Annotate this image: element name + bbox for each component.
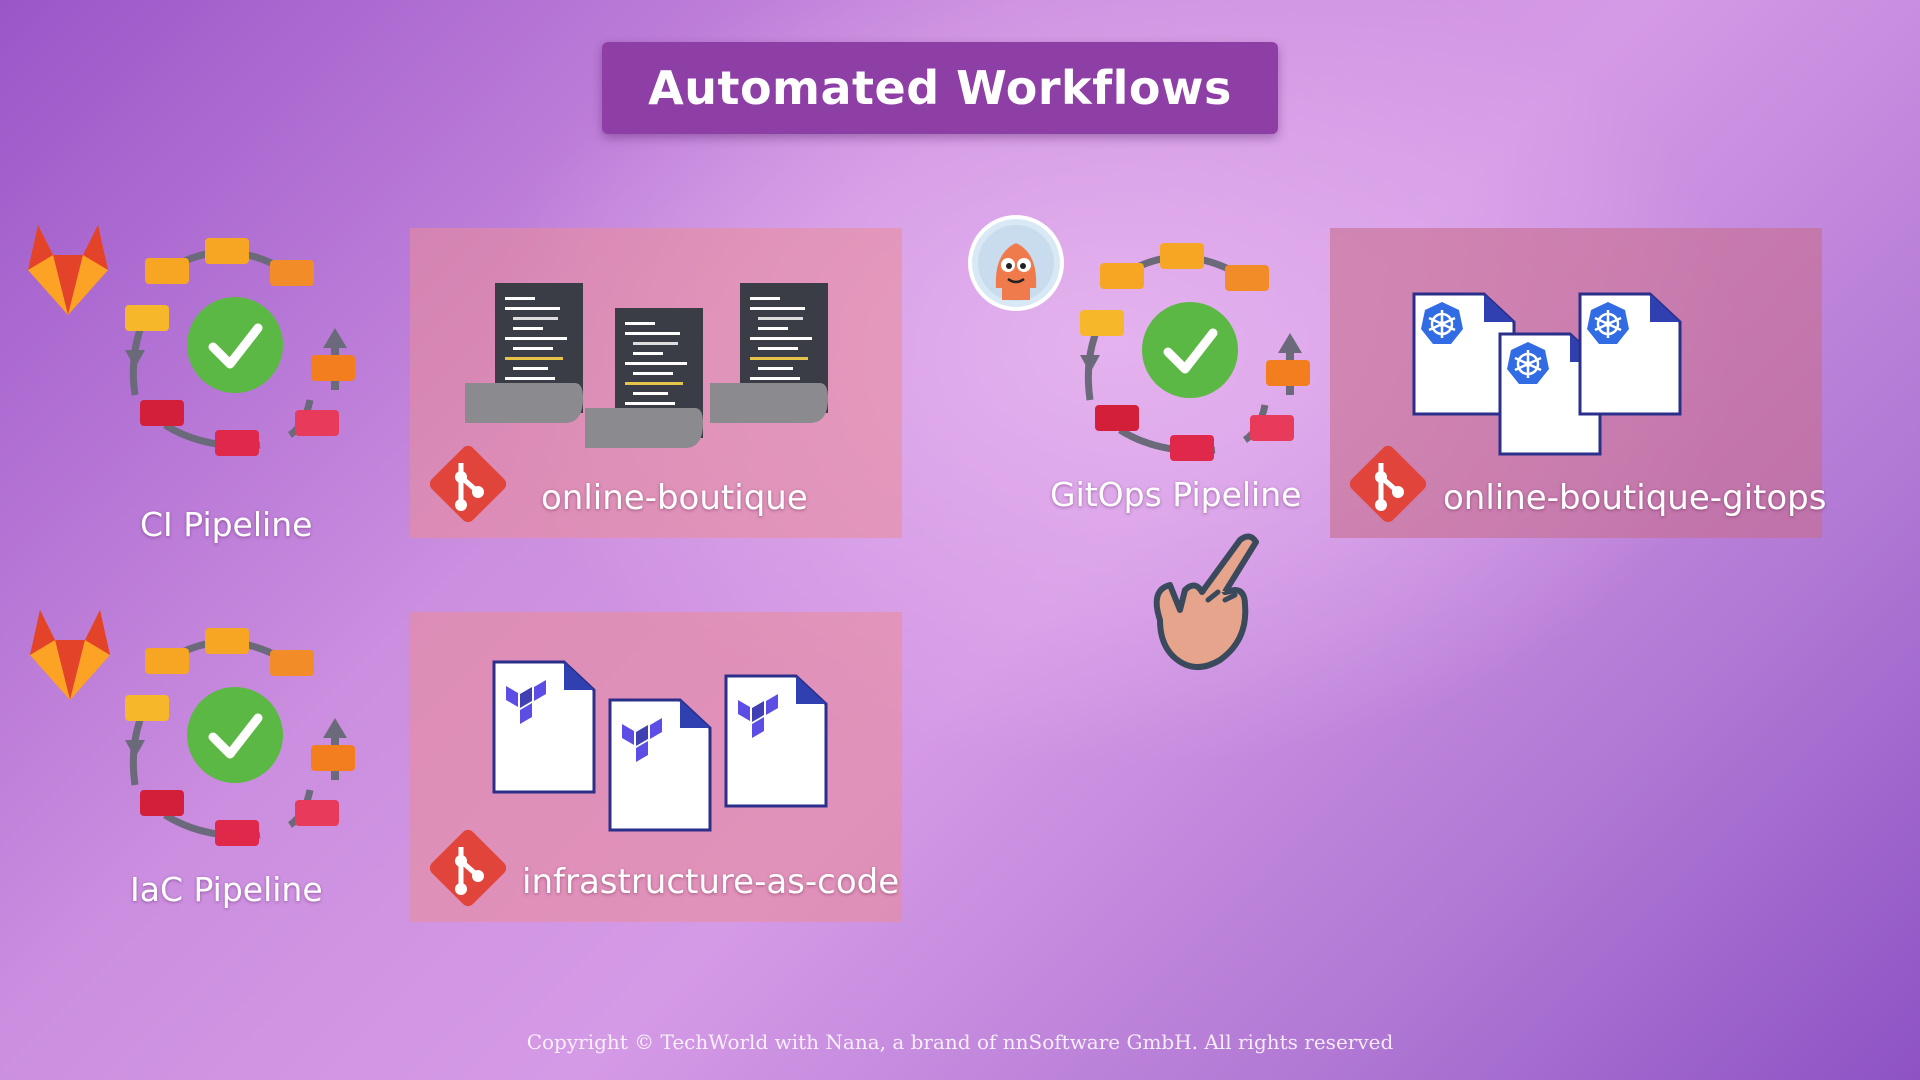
repo-panel-online-boutique-gitops: online-boutique-gitops	[1330, 228, 1826, 538]
repo-name: online-boutique-gitops	[1443, 478, 1827, 518]
hand-pointer-icon	[1153, 533, 1259, 670]
code-file-icon	[465, 283, 583, 423]
repo-name: online-boutique	[541, 478, 808, 518]
code-file-icon	[585, 308, 703, 448]
git-icon	[425, 441, 511, 527]
argocd-icon	[968, 215, 1064, 311]
repo-name: infrastructure-as-code	[522, 862, 900, 902]
kubernetes-file-icon	[1412, 292, 1516, 416]
git-icon	[425, 825, 511, 911]
page-title: Automated Workflows	[648, 61, 1232, 115]
pipeline-cycle-icon	[1050, 225, 1310, 465]
terraform-file-icon	[492, 660, 596, 794]
git-icon	[1345, 441, 1431, 527]
terraform-file-icon	[724, 674, 828, 808]
iac-pipeline-label: IaC Pipeline	[130, 870, 323, 909]
ci-pipeline-label: CI Pipeline	[140, 505, 313, 544]
pipeline-cycle-icon	[95, 220, 355, 460]
code-file-icon	[710, 283, 828, 423]
pipeline-cycle-icon	[95, 610, 355, 850]
copyright-footer: Copyright © TechWorld with Nana, a brand…	[526, 1030, 1394, 1054]
terraform-file-icon	[608, 698, 712, 832]
gitops-pipeline-label: GitOps Pipeline	[1050, 475, 1302, 514]
title-banner: Automated Workflows	[602, 42, 1278, 134]
repo-panel-online-boutique: online-boutique	[410, 228, 902, 538]
repo-panel-infrastructure-as-code: infrastructure-as-code	[410, 612, 902, 922]
kubernetes-file-icon	[1578, 292, 1682, 416]
